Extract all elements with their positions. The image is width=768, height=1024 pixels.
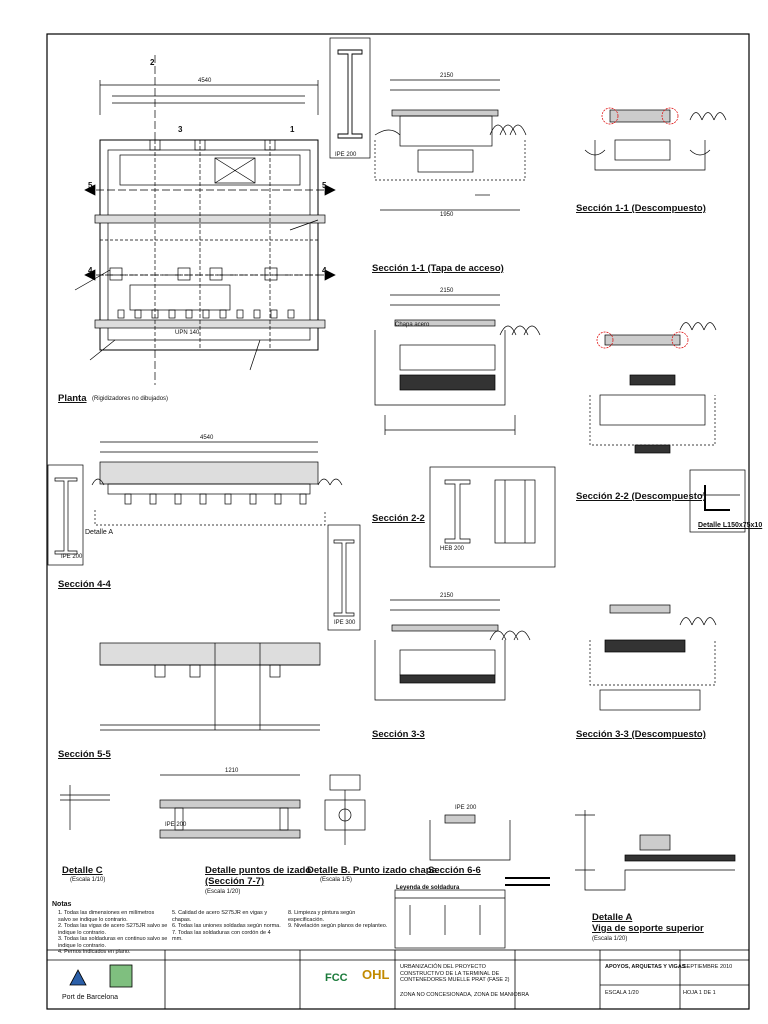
marker-5-left: 5 [88, 181, 93, 190]
note-5: 5. Calidad de acero S275JR en vigas y ch… [172, 910, 268, 923]
dim-lifting: 1210 [225, 768, 239, 774]
dim-overall: 4540 [198, 78, 212, 84]
notes-col-2: 5. Calidad de acero S275JR en vigas y ch… [172, 910, 282, 943]
contractor-ohl: OHL [362, 967, 390, 982]
section-1-1-access-cover [374, 79, 527, 211]
marker-3-top: 3 [178, 125, 183, 134]
section-3-3-title: Sección 3-3 [372, 729, 425, 740]
section-5-5-title: Sección 5-5 [58, 749, 111, 760]
support-beam-title: Viga de soporte superior [592, 923, 704, 934]
plan-view [74, 55, 336, 385]
section-4-4 [47, 441, 343, 566]
welding-legend [394, 889, 506, 949]
section-4-4-title: Sección 4-4 [58, 579, 111, 590]
section-1-1-exploded [584, 107, 727, 171]
welding-legend-title: Leyenda de soldadura [396, 885, 460, 891]
support-beam-scale: (Escala 1/20) [592, 936, 628, 942]
ipe300-profile [327, 524, 361, 631]
marker-4-right: 4 [322, 266, 327, 275]
title-block [46, 949, 750, 1010]
detail-l150-profile [689, 469, 746, 533]
section-2-2-profiles [429, 466, 556, 568]
label-ipe-2-2: IPE 300 [334, 620, 356, 626]
note-2: 2. Todas las vigas de acero S275JR salvo… [58, 923, 168, 936]
section-3-3 [374, 599, 531, 701]
notes-title: Notas [52, 901, 72, 908]
project-title: URBANIZACIÓN DEL PROYECTO CONSTRUCTIVO D… [400, 964, 510, 983]
detail-l150-title: Detalle L150x75x10 [698, 522, 763, 529]
note-4: 4. Pernos indicados en plano. [58, 949, 131, 955]
label-ipe-4-4: IPE 200 [61, 554, 83, 560]
drawing-date: SEPTIEMBRE 2010 [683, 964, 733, 970]
label-upn-plan: UPN 140 [175, 330, 200, 336]
project-zone: ZONA NO CONCESIONADA, ZONA DE MANIOBRA [400, 992, 529, 998]
note-7: 7. Todas las soldaduras con cordón de 4 … [172, 929, 271, 943]
dim-section-4-4: 4540 [200, 435, 214, 441]
label-ipe-6-6: IPE 200 [455, 805, 477, 811]
section-5-5 [99, 642, 321, 731]
dim-section-1-1-b: 2150 [440, 288, 454, 294]
label-heb-2-2: HEB 200 [440, 546, 465, 552]
section-3-3-exploded-title: Sección 3-3 (Descompuesto) [576, 729, 706, 740]
label-chapa: Chapa acero [395, 322, 430, 328]
detail-c [60, 785, 110, 830]
detail-b-title: Detalle B. Punto izado chapa [307, 865, 437, 876]
notes-col-3: 8. Limpieza y pintura según especificaci… [288, 910, 388, 930]
section-1-1-exploded-title: Sección 1-1 (Descompuesto) [576, 203, 706, 214]
label-ipe-lifting: IPE 200 [165, 822, 187, 828]
section-3-3-exploded [589, 604, 717, 711]
note-6: 6. Todas las uniones soldadas según norm… [172, 923, 281, 929]
marker-5-right: 5 [322, 181, 327, 190]
note-1: 1. Todas las dimensiones en milímetros s… [58, 910, 155, 923]
section-6-6 [429, 814, 550, 886]
lifting-points-subtitle: (Sección 7-7) [205, 876, 265, 887]
section-6-6-title: Sección 6-6 [428, 865, 481, 876]
drawing-sheet-number: HOJA 1 DE 1 [683, 990, 716, 996]
detail-a-label: Detalle A [85, 529, 114, 536]
notes-col-1: 1. Todas las dimensiones en milímetros s… [58, 910, 168, 956]
section-2-2-title: Sección 2-2 [372, 513, 425, 524]
label-ipe-top: IPE 200 [335, 152, 357, 158]
note-9: 9. Nivelación según planos de replanteo. [288, 923, 388, 929]
marker-2-top: 2 [150, 58, 155, 67]
marker-1-top: 1 [290, 125, 295, 134]
detail-c-scale: (Escala 1/10) [70, 877, 106, 883]
lifting-points-title: Detalle puntos de izado [205, 865, 312, 876]
detail-b-scale: (Escala 1/5) [320, 877, 353, 883]
drawing-scale: ESCALA 1/20 [605, 990, 639, 996]
note-8: 8. Limpieza y pintura según especificaci… [288, 910, 356, 923]
drawing-title: APOYOS, ARQUETAS Y VIGAS [605, 964, 686, 970]
detail-c-title: Detalle C [62, 865, 103, 876]
section-2-2-exploded-title: Sección 2-2 (Descompuesto) [576, 491, 706, 502]
marker-4-left: 4 [88, 266, 93, 275]
lifting-points-detail [159, 774, 301, 839]
note-3: 3. Todas las soldaduras en continuo salv… [58, 936, 168, 949]
section-1-1-middle [374, 294, 541, 435]
section-1-1-cover-title: Sección 1-1 (Tapa de acceso) [372, 263, 504, 274]
dim-section-3-3: 2150 [440, 593, 454, 599]
lifting-points-scale: (Escala 1/20) [205, 889, 241, 895]
support-beam-detail [575, 810, 736, 891]
contractor-fcc: FCC [325, 972, 348, 984]
detail-b-lifting-plate [324, 774, 366, 845]
dim-section-1-1: 2150 [440, 73, 454, 79]
support-detail-a-title: Detalle A [592, 912, 633, 923]
client-logo-text: Port de Barcelona [62, 994, 119, 1001]
ipe-profile-detail [329, 37, 371, 159]
section-2-2-exploded [589, 322, 717, 454]
dim-bottom-1-1: 1950 [440, 212, 454, 218]
plan-subtitle: (Rigidizadores no dibujados) [92, 396, 169, 402]
plan-title: Planta [58, 393, 87, 404]
